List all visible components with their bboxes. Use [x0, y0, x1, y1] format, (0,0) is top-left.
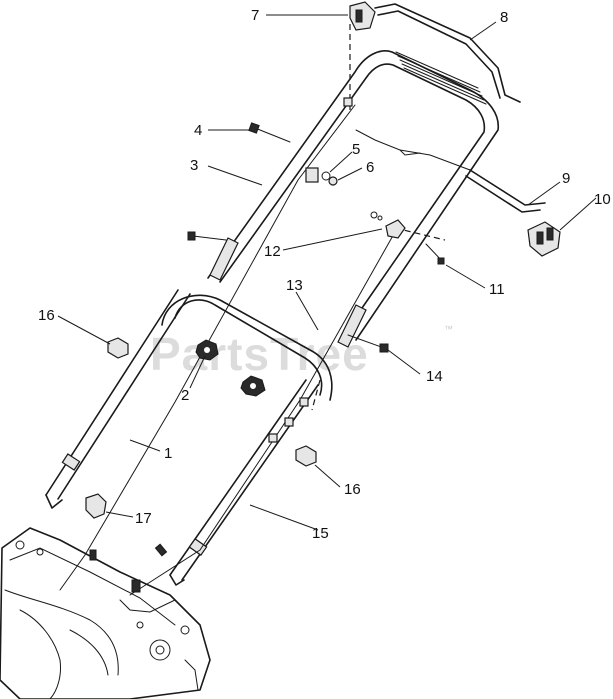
assembly-lines [311, 24, 446, 411]
callout-16-upper: 16 [38, 307, 55, 324]
callout-15: 15 [312, 525, 329, 542]
callout-14: 14 [426, 368, 443, 385]
watermark-text: PartsTree [150, 328, 369, 380]
lower-handle-right [169, 379, 319, 586]
callout-1: 1 [164, 445, 172, 462]
callout-13: 13 [286, 277, 303, 294]
hardware [85, 97, 445, 593]
callout-3: 3 [190, 157, 198, 174]
callout-11: 11 [489, 281, 505, 298]
trademark-symbol: ™ [444, 324, 453, 334]
mower-deck [0, 527, 211, 699]
callout-9: 9 [562, 170, 570, 187]
callout-17: 17 [135, 510, 152, 527]
callout-7: 7 [251, 7, 259, 24]
callout-10: 10 [594, 191, 611, 208]
latch-10 [527, 221, 561, 257]
callout-5: 5 [352, 141, 360, 158]
callout-2: 2 [181, 387, 189, 404]
callout-16-lower: 16 [344, 481, 361, 498]
rod-9 [465, 169, 546, 213]
callout-12: 12 [264, 243, 281, 260]
callout-8: 8 [500, 9, 508, 26]
callout-6: 6 [366, 159, 374, 176]
callout-4: 4 [194, 122, 202, 139]
cross-brace [161, 294, 333, 401]
leader-lines [57, 14, 597, 531]
upper-handle [207, 50, 499, 348]
callouts: 7 8 4 3 5 6 9 10 12 11 13 16 14 2 1 16 1… [38, 7, 611, 542]
bail-bar [374, 3, 521, 103]
lower-handle-left [45, 289, 191, 509]
bracket-7 [349, 1, 376, 31]
